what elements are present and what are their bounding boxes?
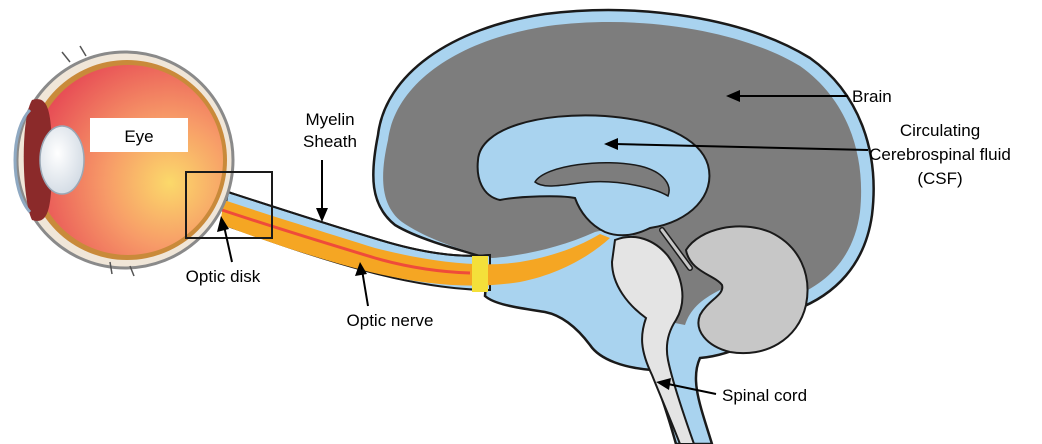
eye-lens <box>40 126 84 194</box>
nerve-yellow-band <box>472 256 488 292</box>
optic-disk-arrow <box>224 226 232 262</box>
csf-label-line2: Cerebrospinal fluid <box>869 145 1011 164</box>
optic-nerve-label: Optic nerve <box>347 311 434 330</box>
csf-label-line3: (CSF) <box>917 169 962 188</box>
myelin-label-line2: Sheath <box>303 132 357 151</box>
spinal-cord-label: Spinal cord <box>722 386 807 405</box>
optic-disk-label: Optic disk <box>186 267 261 286</box>
optic-nerve-arrow <box>362 270 368 306</box>
eye-label: Eye <box>124 127 153 146</box>
brain-label: Brain <box>852 87 892 106</box>
brain <box>373 10 873 444</box>
eye: Eye <box>15 46 233 276</box>
csf-label-line1: Circulating <box>900 121 980 140</box>
myelin-label-line1: Myelin <box>305 110 354 129</box>
